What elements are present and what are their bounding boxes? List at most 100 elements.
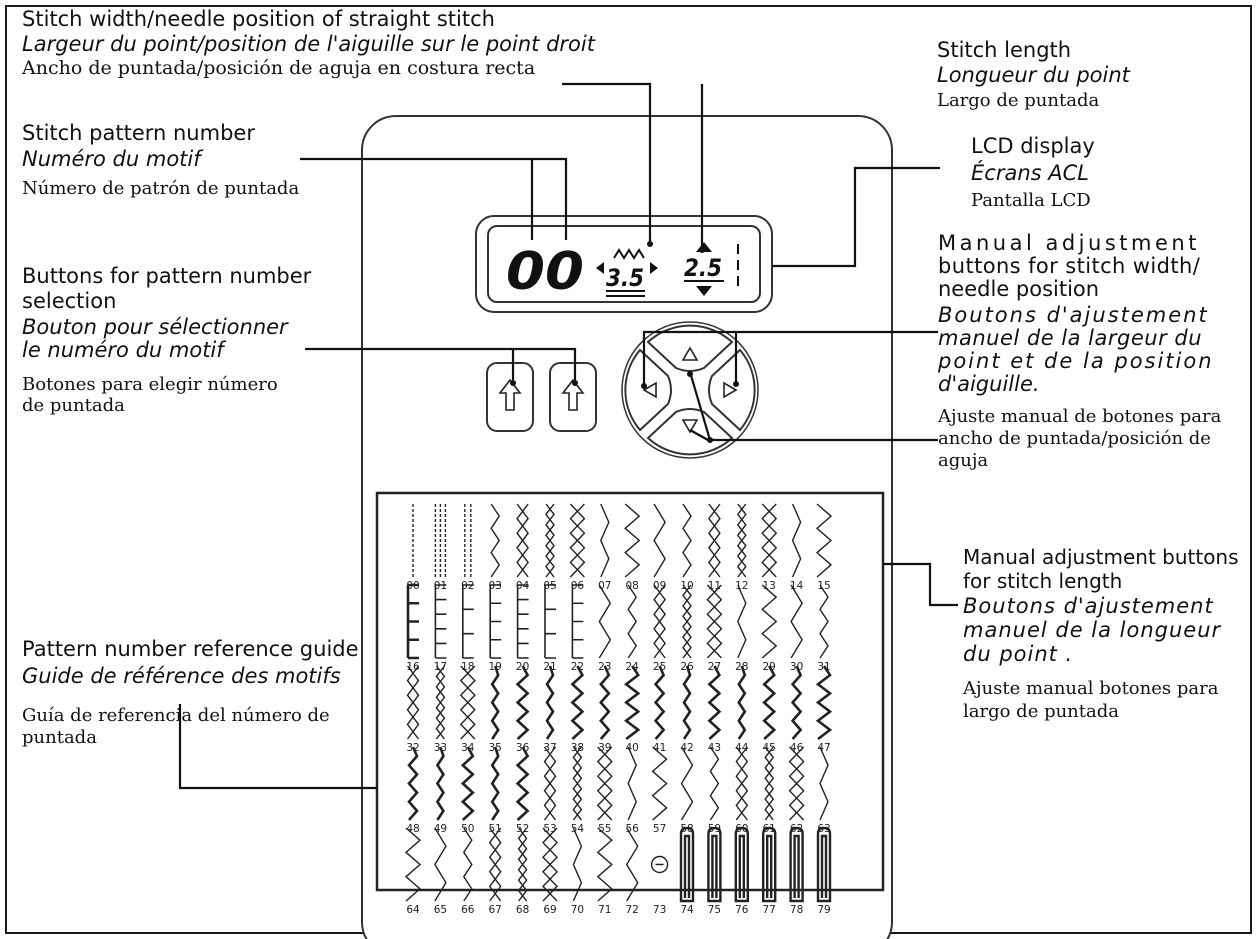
pattern-number-label: 47 bbox=[817, 742, 831, 754]
stitch-symbol bbox=[599, 665, 611, 740]
pattern-number-label: 13 bbox=[762, 580, 776, 592]
stitch-symbol bbox=[517, 827, 528, 902]
leader-dot-length bbox=[699, 247, 705, 253]
lcd-zigzag-icon bbox=[613, 248, 645, 260]
pattern-number-label: 75 bbox=[707, 904, 722, 916]
down-triangle-icon bbox=[681, 419, 699, 434]
stitch-symbol bbox=[708, 503, 721, 578]
stitch-symbol bbox=[650, 855, 669, 874]
pattern-number-label: 61 bbox=[762, 823, 776, 835]
length-down-button[interactable] bbox=[646, 408, 734, 456]
label-lcd-fr: Écrans ACL bbox=[971, 161, 1089, 185]
leader-width-buttons-2 bbox=[642, 330, 736, 384]
stitch-symbol bbox=[490, 503, 501, 578]
stitch-symbol bbox=[542, 827, 558, 902]
pattern-number-label: 56 bbox=[625, 823, 639, 835]
leader-dot-up bbox=[687, 371, 693, 377]
pattern-number-label: 73 bbox=[652, 904, 667, 916]
pattern-number-label: 70 bbox=[570, 904, 585, 916]
stitch-symbol bbox=[789, 826, 804, 903]
label-length-buttons-es-1: Ajuste manual botones para bbox=[963, 678, 1219, 699]
stitch-symbol bbox=[434, 584, 447, 659]
label-width-buttons-fr-1: Boutons d'ajustement bbox=[938, 303, 1209, 327]
stitch-symbol bbox=[434, 504, 447, 577]
pattern-number-label: 12 bbox=[735, 580, 749, 592]
pattern-number-label: 77 bbox=[762, 904, 776, 916]
pattern-number-label: 69 bbox=[543, 904, 557, 916]
stitch-symbol bbox=[596, 746, 613, 821]
pattern-number-label: 48 bbox=[406, 823, 420, 835]
pattern-number-label: 31 bbox=[817, 661, 831, 673]
stitch-symbol bbox=[682, 665, 692, 740]
stitch-symbol bbox=[734, 826, 749, 903]
pattern-number-label: 21 bbox=[543, 661, 557, 673]
stitch-symbol bbox=[627, 746, 637, 821]
stitch-symbol bbox=[406, 665, 420, 740]
label-width-buttons-es-3: aguja bbox=[938, 450, 989, 471]
pattern-up-button-2[interactable] bbox=[549, 362, 597, 432]
pattern-number-label: 52 bbox=[515, 823, 530, 835]
pattern-number-label: 43 bbox=[707, 742, 722, 754]
stitch-symbol bbox=[570, 665, 585, 740]
pattern-number-label: 66 bbox=[461, 904, 475, 916]
pattern-number-label: 25 bbox=[652, 661, 667, 673]
stitch-symbol bbox=[653, 584, 666, 659]
label-pattern-buttons-en-2: selection bbox=[22, 289, 117, 313]
pattern-number-label: 63 bbox=[817, 823, 831, 835]
pattern-number-label: 37 bbox=[543, 742, 557, 754]
pattern-number-label: 20 bbox=[515, 661, 530, 673]
label-width-buttons-en-3: needle position bbox=[938, 277, 1100, 301]
label-width-buttons-fr-2: manuel de la largeur du bbox=[938, 326, 1203, 350]
pattern-number-label: 34 bbox=[461, 742, 475, 754]
stitch-symbols bbox=[404, 503, 833, 903]
stitch-symbol bbox=[762, 826, 777, 903]
label-length-buttons-en-2: for stitch length bbox=[963, 569, 1123, 593]
pattern-number-label: 60 bbox=[735, 823, 749, 835]
pattern-number-label: 53 bbox=[543, 823, 557, 835]
pattern-number-label: 41 bbox=[652, 742, 667, 754]
stitch-symbol bbox=[791, 503, 802, 578]
pattern-number-label: 78 bbox=[789, 904, 804, 916]
stitch-symbol bbox=[515, 746, 530, 821]
pattern-number-label: 51 bbox=[488, 823, 502, 835]
pattern-number-label: 28 bbox=[735, 661, 749, 673]
label-pattern-buttons-es-2: de puntada bbox=[22, 395, 125, 416]
lcd-pattern-number: 00 bbox=[506, 242, 584, 302]
stitch-symbol bbox=[572, 746, 583, 821]
stitch-symbol bbox=[682, 503, 692, 578]
up-arrow-icon bbox=[498, 378, 522, 411]
pattern-number-label: 16 bbox=[406, 661, 420, 673]
pattern-number-label: 09 bbox=[652, 580, 667, 592]
label-width-buttons-fr-4: d'aiguille. bbox=[938, 372, 1040, 396]
pattern-number-label: 46 bbox=[789, 742, 804, 754]
stitch-symbol bbox=[680, 746, 694, 821]
length-up-button[interactable] bbox=[646, 324, 734, 372]
pattern-number-label: 02 bbox=[461, 580, 475, 592]
stitch-symbol bbox=[462, 584, 474, 659]
stitch-symbol bbox=[737, 665, 747, 740]
label-stitch-width-en: Stitch width/needle position of straight… bbox=[22, 7, 495, 31]
leader-dot-button-2 bbox=[572, 380, 578, 386]
pattern-number-label: 45 bbox=[762, 742, 776, 754]
label-reference-guide-fr: Guide de référence des motifs bbox=[22, 664, 341, 688]
label-pattern-number-fr: Numéro du motif bbox=[22, 147, 201, 171]
label-pattern-buttons-fr-2: le numéro du motif bbox=[22, 338, 224, 362]
pattern-number-label: 71 bbox=[598, 904, 612, 916]
stitch-symbol bbox=[735, 746, 749, 821]
width-right-button[interactable] bbox=[708, 348, 756, 432]
leader-length-buttons-2 bbox=[689, 429, 709, 441]
pattern-up-button-1[interactable] bbox=[486, 362, 534, 432]
stitch-symbol bbox=[627, 584, 638, 659]
stitch-symbol bbox=[464, 504, 472, 577]
width-left-button[interactable] bbox=[624, 348, 672, 432]
pattern-number-label: 79 bbox=[817, 904, 831, 916]
pattern-number-label: 39 bbox=[598, 742, 612, 754]
up-triangle-icon bbox=[681, 346, 699, 361]
pattern-number-label: 35 bbox=[488, 742, 502, 754]
label-pattern-buttons-en-1: Buttons for pattern number bbox=[22, 264, 312, 288]
leader-dot-button-1 bbox=[510, 380, 516, 386]
pattern-number-label: 38 bbox=[570, 742, 585, 754]
stitch-symbol bbox=[460, 746, 475, 821]
pattern-number-label: 62 bbox=[789, 823, 804, 835]
